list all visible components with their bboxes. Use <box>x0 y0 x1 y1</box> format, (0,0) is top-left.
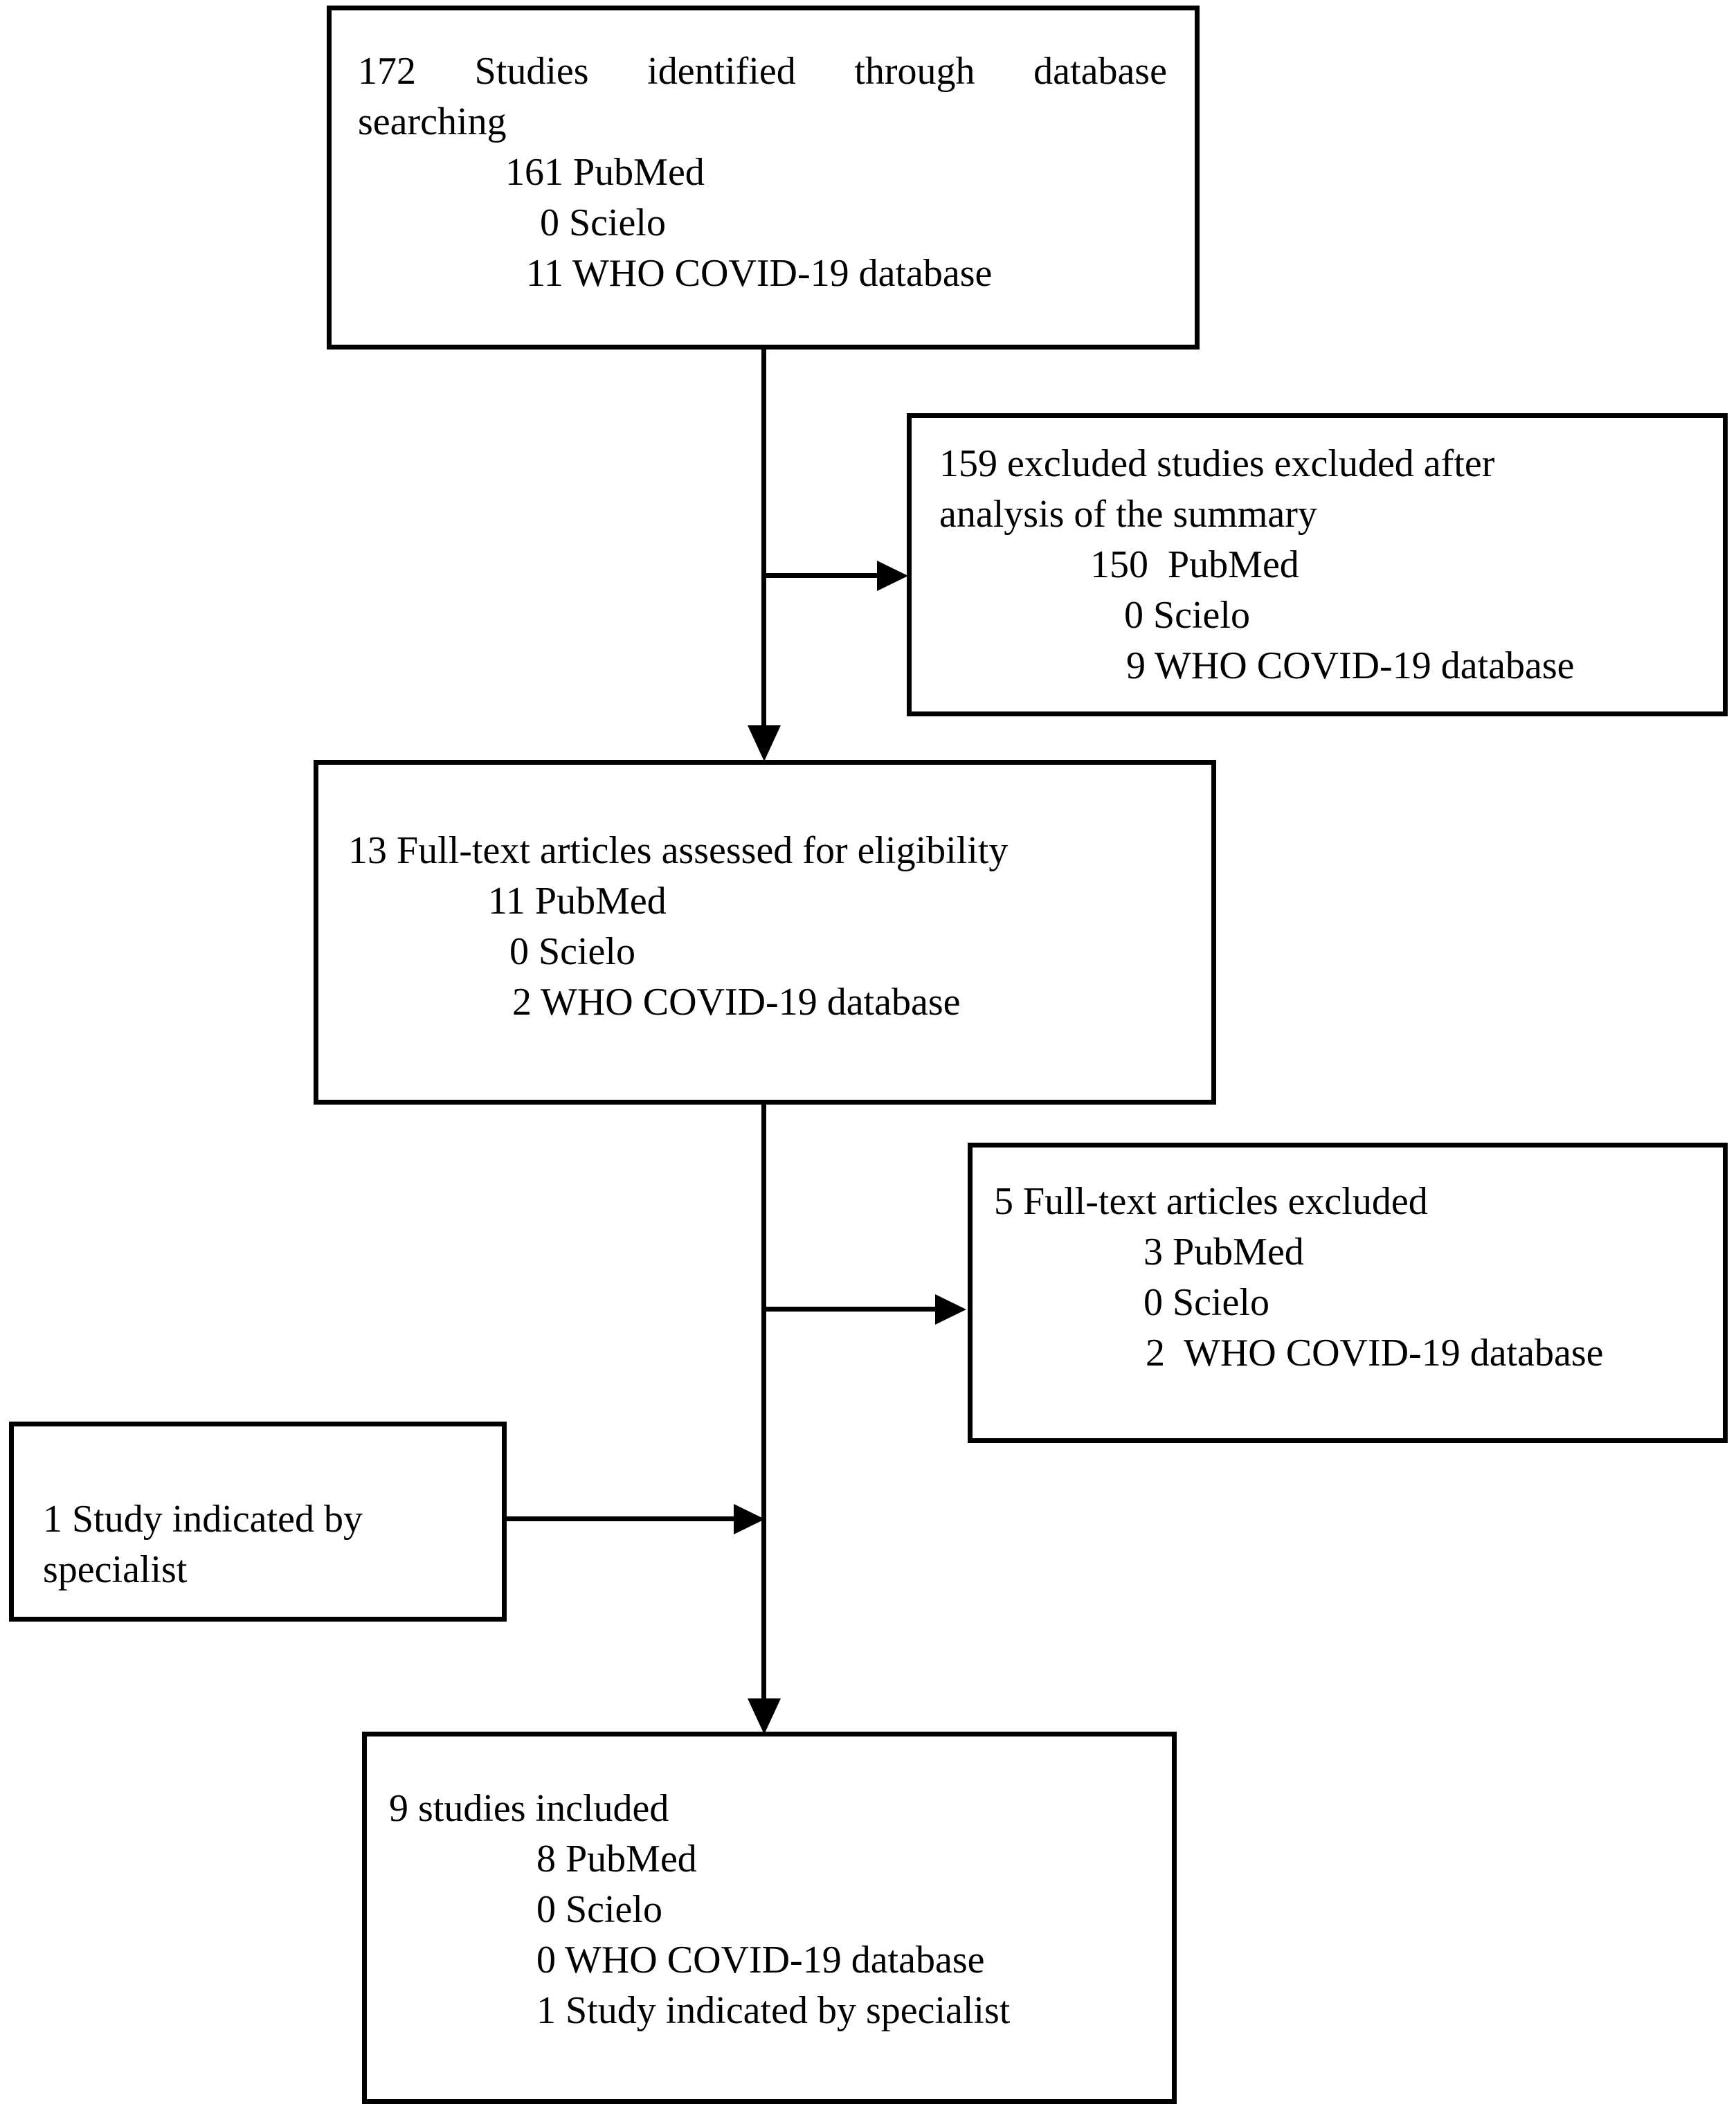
stat-line: 8 PubMed <box>536 1838 697 1880</box>
identified-word: 172 <box>358 50 416 93</box>
assessed-title-line: 13 Full-text articles assessed for eligi… <box>348 829 1009 872</box>
arrow-assessed-to-included-line <box>761 1105 766 1700</box>
stat-line: 150 PubMed <box>1090 543 1299 586</box>
stat-line: 0 Scielo <box>1143 1281 1269 1324</box>
stat-line: 161 PubMed <box>505 151 705 194</box>
arrow-to-excluded-summary-line <box>764 573 882 578</box>
identified-word: database <box>1033 50 1167 93</box>
stat-line: 11 WHO COVID-19 database <box>526 252 993 295</box>
arrow-specialist-to-included-head <box>734 1504 765 1534</box>
stat-line: 0 Scielo <box>536 1888 662 1931</box>
identified-word: identified <box>647 50 796 93</box>
identified-title-line-justified: 172 Studies identified through database <box>358 46 1167 97</box>
stat-line: 3 PubMed <box>1143 1231 1304 1273</box>
included-title-line: 9 studies included <box>389 1787 669 1830</box>
stat-line: 1 Study indicated by specialist <box>536 1989 1011 2032</box>
arrow-identified-to-assessed-head <box>748 725 781 761</box>
arrow-to-excluded-summary-head <box>877 561 908 591</box>
box-studies-included: 9 studies included 8 PubMed 0 Scielo 0 W… <box>362 1732 1177 2104</box>
box-studies-identified: 172 Studies identified through database … <box>327 6 1200 350</box>
box-excluded-after-summary: 159 excluded studies excluded after anal… <box>907 413 1728 716</box>
stat-line: 0 WHO COVID-19 database <box>536 1939 985 1981</box>
stat-line: 11 PubMed <box>488 880 667 923</box>
stat-line: 0 Scielo <box>540 201 666 244</box>
excluded-summary-line: 159 excluded studies excluded after <box>939 442 1495 485</box>
identified-title-wrap-line: searching <box>358 100 507 143</box>
identified-word: through <box>854 50 975 93</box>
stat-line: 0 Scielo <box>509 930 635 973</box>
stat-line: 0 Scielo <box>1124 594 1250 637</box>
arrow-identified-to-assessed-line <box>761 350 766 727</box>
specialist-line: specialist <box>43 1548 188 1591</box>
box-fulltext-excluded: 5 Full-text articles excluded 3 PubMed 0… <box>968 1143 1728 1443</box>
specialist-line: 1 Study indicated by <box>43 1498 363 1541</box>
arrow-to-fulltext-excluded-line <box>764 1307 937 1312</box>
stat-line: 9 WHO COVID-19 database <box>1126 644 1575 687</box>
arrow-specialist-to-included-line <box>507 1516 739 1521</box>
fulltext-excluded-title-line: 5 Full-text articles excluded <box>994 1180 1428 1223</box>
identified-word: Studies <box>474 50 589 93</box>
box-fulltext-assessed: 13 Full-text articles assessed for eligi… <box>314 760 1216 1105</box>
box-study-indicated-by-specialist: 1 Study indicated by specialist <box>9 1422 507 1622</box>
arrow-assessed-to-included-head <box>748 1698 781 1734</box>
stat-line: 2 WHO COVID-19 database <box>1146 1332 1604 1375</box>
stat-line: 2 WHO COVID-19 database <box>512 981 961 1024</box>
excluded-summary-line: analysis of the summary <box>939 493 1317 536</box>
arrow-to-fulltext-excluded-head <box>935 1294 966 1325</box>
